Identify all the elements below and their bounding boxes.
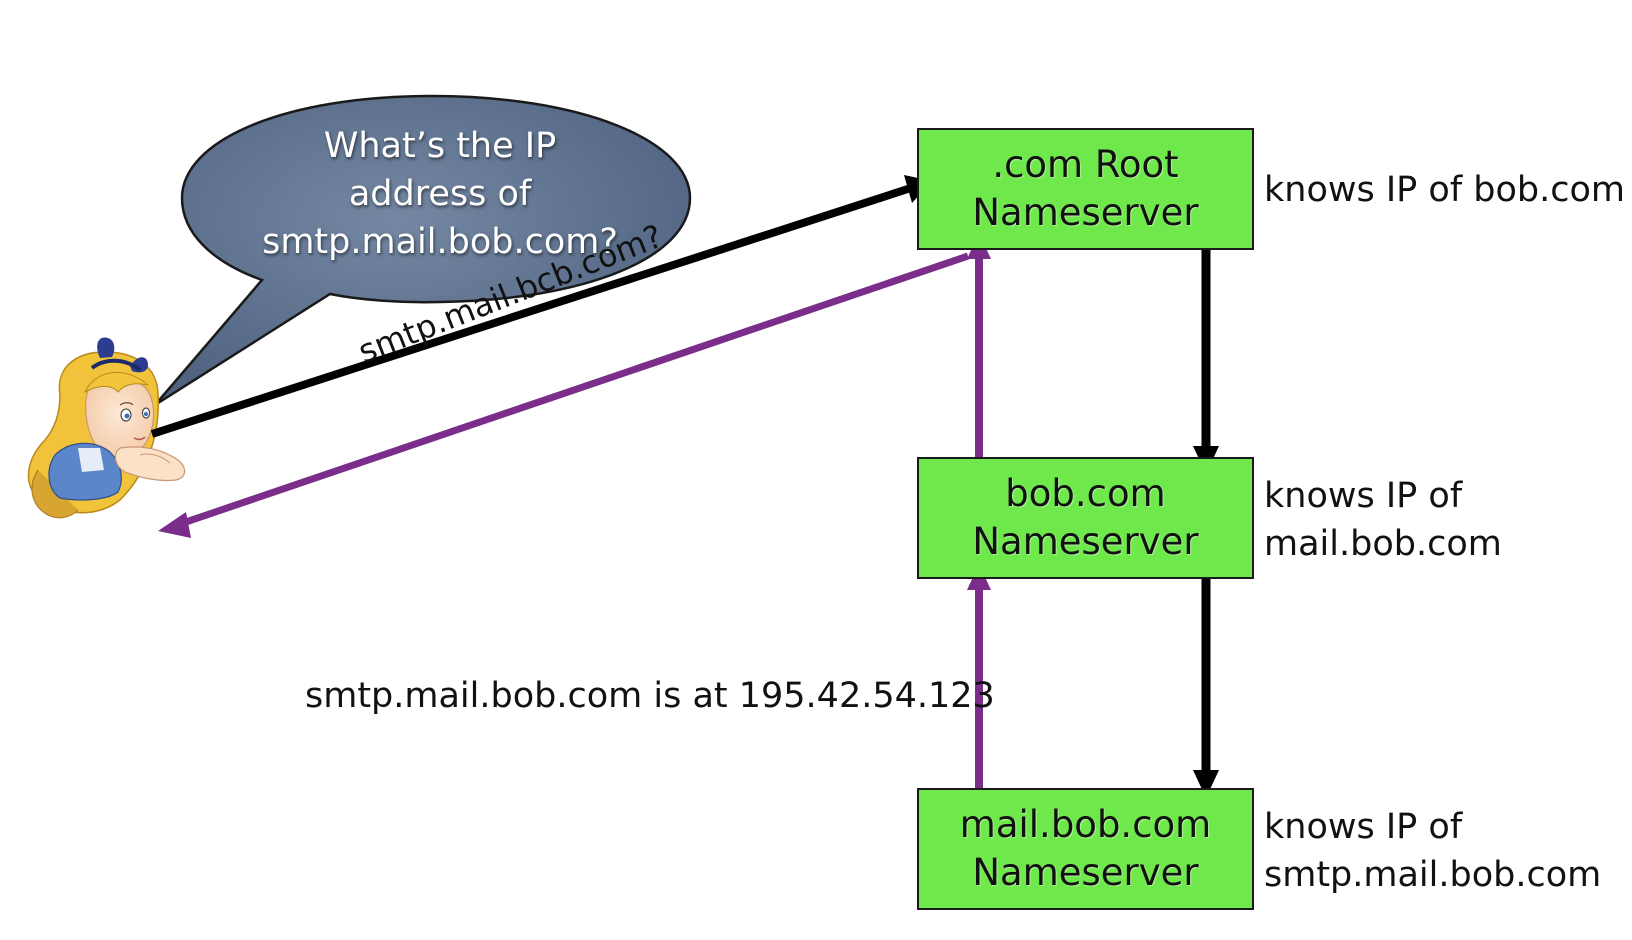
alice-avatar <box>27 337 186 519</box>
response-arrow-to-alice <box>158 252 970 538</box>
mail-nameserver-subtitle: Nameserver <box>972 851 1199 894</box>
bob-note-line-1: knows IP of <box>1264 476 1463 516</box>
bubble-line-2: address of <box>348 174 532 214</box>
mail-note-line-1: knows IP of <box>1264 807 1463 847</box>
root-nameserver-note: knows IP of bob.com <box>1264 166 1625 214</box>
bob-note-line-2: mail.bob.com <box>1264 524 1502 564</box>
root-nameserver-title: .com Root <box>992 143 1179 186</box>
response-arrow-bob-to-root <box>967 233 991 462</box>
bob-nameserver-subtitle: Nameserver <box>972 520 1199 563</box>
bubble-line-1: What’s the IP <box>323 126 557 166</box>
referral-arrow-root-to-bob <box>1193 244 1219 474</box>
root-nameserver-subtitle: Nameserver <box>972 191 1199 234</box>
mail-note-line-2: smtp.mail.bob.com <box>1264 855 1602 895</box>
answer-label: smtp.mail.bob.com is at 195.42.54.123 <box>305 676 995 716</box>
referral-arrow-bob-to-mail <box>1193 566 1219 798</box>
bob-nameserver-title: bob.com <box>1005 472 1166 515</box>
speech-bubble <box>154 94 692 407</box>
bubble-line-3: smtp.mail.bob.com? <box>262 222 618 262</box>
mail-nameserver-title: mail.bob.com <box>959 803 1212 846</box>
speech-bubble-text: What’s the IP address of smtp.mail.bob.c… <box>215 122 665 266</box>
bob-nameserver-box: bob.com Nameserver <box>917 457 1254 579</box>
bob-nameserver-note: knows IP of mail.bob.com <box>1264 472 1502 568</box>
root-note-line-1: knows IP of bob.com <box>1264 170 1625 210</box>
root-nameserver-box: .com Root Nameserver <box>917 128 1254 250</box>
mail-nameserver-box: mail.bob.com Nameserver <box>917 788 1254 910</box>
mail-nameserver-note: knows IP of smtp.mail.bob.com <box>1264 803 1601 899</box>
